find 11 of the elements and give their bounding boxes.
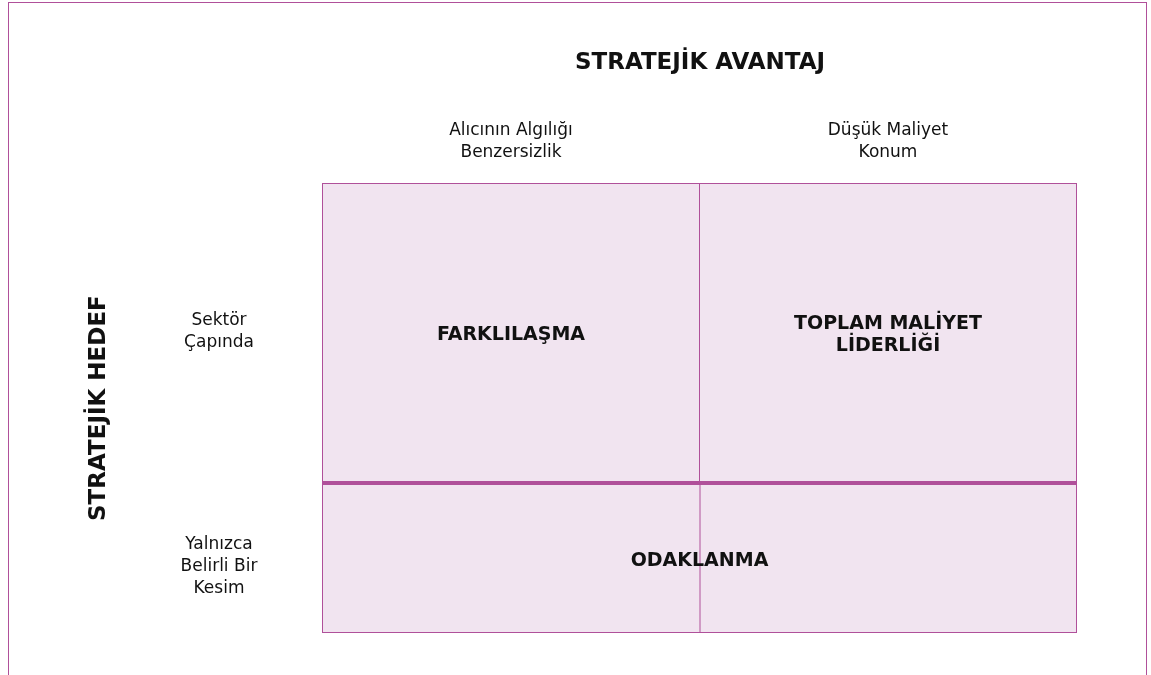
matrix-cell [699, 183, 1077, 483]
axis-title: STRATEJİK HEDEF [82, 294, 111, 523]
matrix-cell [322, 183, 700, 483]
strategy-label: ODAKLANMA [630, 547, 769, 570]
strategy-label: FARKLILAŞMA [436, 322, 586, 344]
column-header: Alıcının Algılığı Benzersizlik [448, 118, 574, 162]
matrix-cell [322, 481, 1077, 633]
strategy-label: TOPLAM MALİYET LİDERLİĞİ [793, 311, 983, 355]
row-header: Yalnızca Belirli Bir Kesim [179, 532, 259, 598]
column-header: Düşük Maliyet Konum [826, 118, 950, 162]
row-header: Sektör Çapında [183, 308, 255, 352]
